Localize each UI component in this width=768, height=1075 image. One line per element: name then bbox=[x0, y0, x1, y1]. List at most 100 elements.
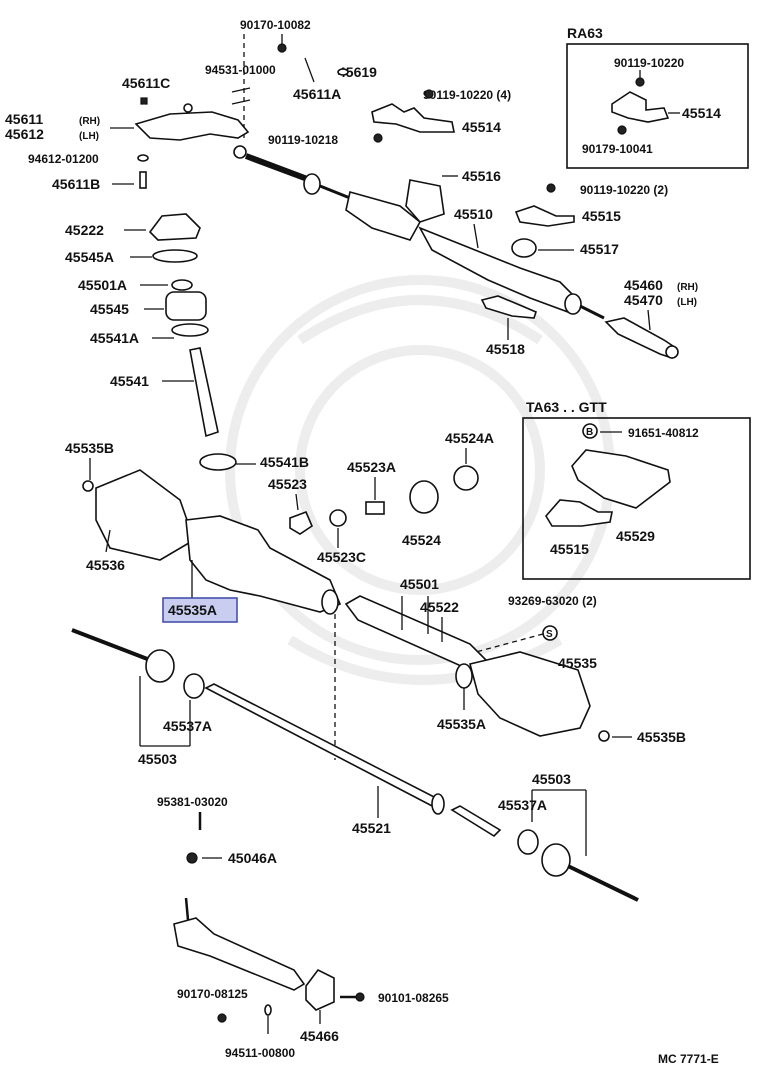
label-45545a: 45545A bbox=[65, 249, 114, 265]
label-45535b-top: 45535B bbox=[65, 440, 114, 456]
inset-ta63-marker-b: B bbox=[586, 427, 593, 438]
label-45222: 45222 bbox=[65, 222, 104, 238]
label-45501: 45501 bbox=[400, 576, 439, 592]
spring-45523a-shape bbox=[365, 501, 385, 515]
inset-ra63-label-nut: 90179-10041 bbox=[582, 142, 653, 156]
label-45535b: 45535B bbox=[637, 729, 686, 745]
tie-rod-end-left-shape bbox=[145, 649, 175, 683]
right-tie-rod-group: 45503 45537A bbox=[498, 771, 639, 902]
rack-45521-group: 45521 bbox=[204, 683, 502, 838]
bracket-45514-shape bbox=[371, 103, 455, 133]
label-45537a-right: 45537A bbox=[498, 797, 547, 813]
label-45524: 45524 bbox=[402, 532, 441, 548]
inset-ta63: TA63 . . GTT B 91651-40812 45515 45529 bbox=[522, 399, 751, 580]
inset-ta63-bracket-45515-shape bbox=[545, 499, 613, 527]
label-45521: 45521 bbox=[352, 820, 391, 836]
cap-45524-shape bbox=[409, 480, 439, 514]
label-45522: 45522 bbox=[420, 599, 459, 615]
label-90170-10082: 90170-10082 bbox=[240, 18, 311, 32]
inset-ra63-label-bracket: 45514 bbox=[682, 105, 721, 121]
inset-ra63: RA63 90119-10220 45514 90179-10041 bbox=[566, 25, 749, 169]
label-94612-01200: 94612-01200 bbox=[28, 152, 99, 166]
inset-ra63-label-bolt: 90119-10220 bbox=[614, 56, 684, 70]
label-94511-00800: 94511-00800 bbox=[225, 1046, 295, 1060]
label-45611b: 45611B bbox=[52, 176, 100, 192]
inset-ta63-label-45529: 45529 bbox=[616, 528, 655, 544]
label-45523c: 45523C bbox=[317, 549, 366, 565]
label-45541: 45541 bbox=[110, 373, 149, 389]
mid-section: 45524A 45535B 45541B 45523A 45523 45524 … bbox=[65, 430, 686, 760]
label-45611a: 45611A bbox=[293, 86, 341, 102]
inset-ra63-bracket-shape bbox=[611, 91, 670, 123]
label-45503-left: 45503 bbox=[138, 751, 177, 767]
adjuster-45545-shape bbox=[165, 291, 207, 321]
left-tie-rod-group: 45537A 45503 bbox=[71, 628, 212, 767]
label-45460-rh: (RH) bbox=[677, 282, 698, 293]
upper-linkage-group: 90170-10082 94531-01000 45619 45611C 456… bbox=[5, 18, 511, 192]
marker-s: S bbox=[546, 629, 553, 640]
label-45541a: 45541A bbox=[90, 330, 139, 346]
lower-left-parts: 95381-03020 45046A 45466 90101-08265 901… bbox=[157, 795, 449, 1060]
label-45535: 45535 bbox=[558, 655, 597, 671]
label-45501a: 45501A bbox=[78, 277, 127, 293]
tie-rod-end-right-shape bbox=[541, 843, 571, 877]
inset-ra63-nut-shape bbox=[617, 125, 627, 135]
pin-shape bbox=[304, 57, 315, 83]
label-45517: 45517 bbox=[580, 241, 619, 257]
clip-45537a-left-shape bbox=[183, 673, 205, 699]
pinion-parts-stack: 45222 45545A 45501A 45545 45541A 45541 bbox=[65, 213, 219, 438]
label-45536: 45536 bbox=[86, 557, 125, 573]
label-45518: 45518 bbox=[486, 341, 525, 357]
bracket-45518-shape bbox=[480, 295, 537, 319]
nut-90170-10082-shape bbox=[277, 43, 287, 53]
tie-rod-end-45046a-shape bbox=[173, 917, 306, 991]
inset-ta63-title: TA63 . . GTT bbox=[526, 399, 607, 415]
seal-45541b-shape bbox=[199, 453, 237, 471]
clip-45537a-right-shape bbox=[517, 829, 539, 855]
label-45523a: 45523A bbox=[347, 459, 396, 475]
inset-ta63-frame bbox=[522, 417, 751, 580]
label-95381-03020: 95381-03020 bbox=[157, 795, 228, 809]
label-45612: 45612 bbox=[5, 126, 44, 142]
label-45514: 45514 bbox=[462, 119, 501, 135]
label-45535a: 45535A bbox=[437, 716, 486, 732]
highlight-45535a[interactable] bbox=[162, 597, 238, 623]
label-45611-rh: (RH) bbox=[79, 116, 100, 127]
label-90119-10218: 90119-10218 bbox=[268, 133, 338, 147]
guide-45523-shape bbox=[289, 510, 313, 535]
label-45470-lh: (LH) bbox=[677, 297, 697, 308]
upper-rack-assembly: 45516 90119-10220 (2) 45510 45515 45517 … bbox=[233, 145, 698, 359]
label-45619: 45619 bbox=[338, 64, 377, 80]
label-45535a-highlighted[interactable]: 45535A bbox=[168, 602, 217, 618]
mount-45516-shape bbox=[405, 179, 445, 223]
label-45470: 45470 bbox=[624, 292, 663, 308]
label-45515: 45515 bbox=[582, 208, 621, 224]
label-45612-lh: (LH) bbox=[79, 131, 99, 142]
label-45046a: 45046A bbox=[228, 850, 277, 866]
inset-ta63-label-bolt: 91651-40812 bbox=[628, 426, 699, 440]
boot-45536-shape bbox=[95, 469, 195, 561]
label-90119-10220-2: 90119-10220 (2) bbox=[580, 183, 668, 197]
nut-45545a-shape bbox=[152, 249, 198, 263]
bushing-45517-shape bbox=[511, 238, 537, 258]
steering-knuckle-arm-shape bbox=[134, 111, 250, 141]
inset-ra63-title: RA63 bbox=[567, 25, 603, 41]
label-45541b: 45541B bbox=[260, 454, 309, 470]
bracket-45515-shape bbox=[514, 205, 575, 227]
pinion-shaft-45541-shape bbox=[189, 347, 219, 438]
label-45466: 45466 bbox=[300, 1028, 339, 1044]
label-45523: 45523 bbox=[268, 476, 307, 492]
rack-housing-upper-left bbox=[345, 191, 422, 241]
label-93269-63020: 93269-63020 (2) bbox=[508, 594, 597, 608]
label-45510: 45510 bbox=[454, 206, 493, 222]
label-90101-08265: 90101-08265 bbox=[378, 991, 449, 1005]
label-45611: 45611 bbox=[5, 111, 43, 127]
inset-ta63-label-45515: 45515 bbox=[550, 541, 589, 557]
nut-45524a-shape bbox=[453, 465, 479, 491]
inset-ta63-bracket-45529-shape bbox=[571, 449, 671, 509]
cover-45222-shape bbox=[148, 213, 201, 241]
label-90119-10220-4: 90119-10220 (4) bbox=[423, 88, 511, 102]
label-90170-08125: 90170-08125 bbox=[177, 987, 248, 1001]
